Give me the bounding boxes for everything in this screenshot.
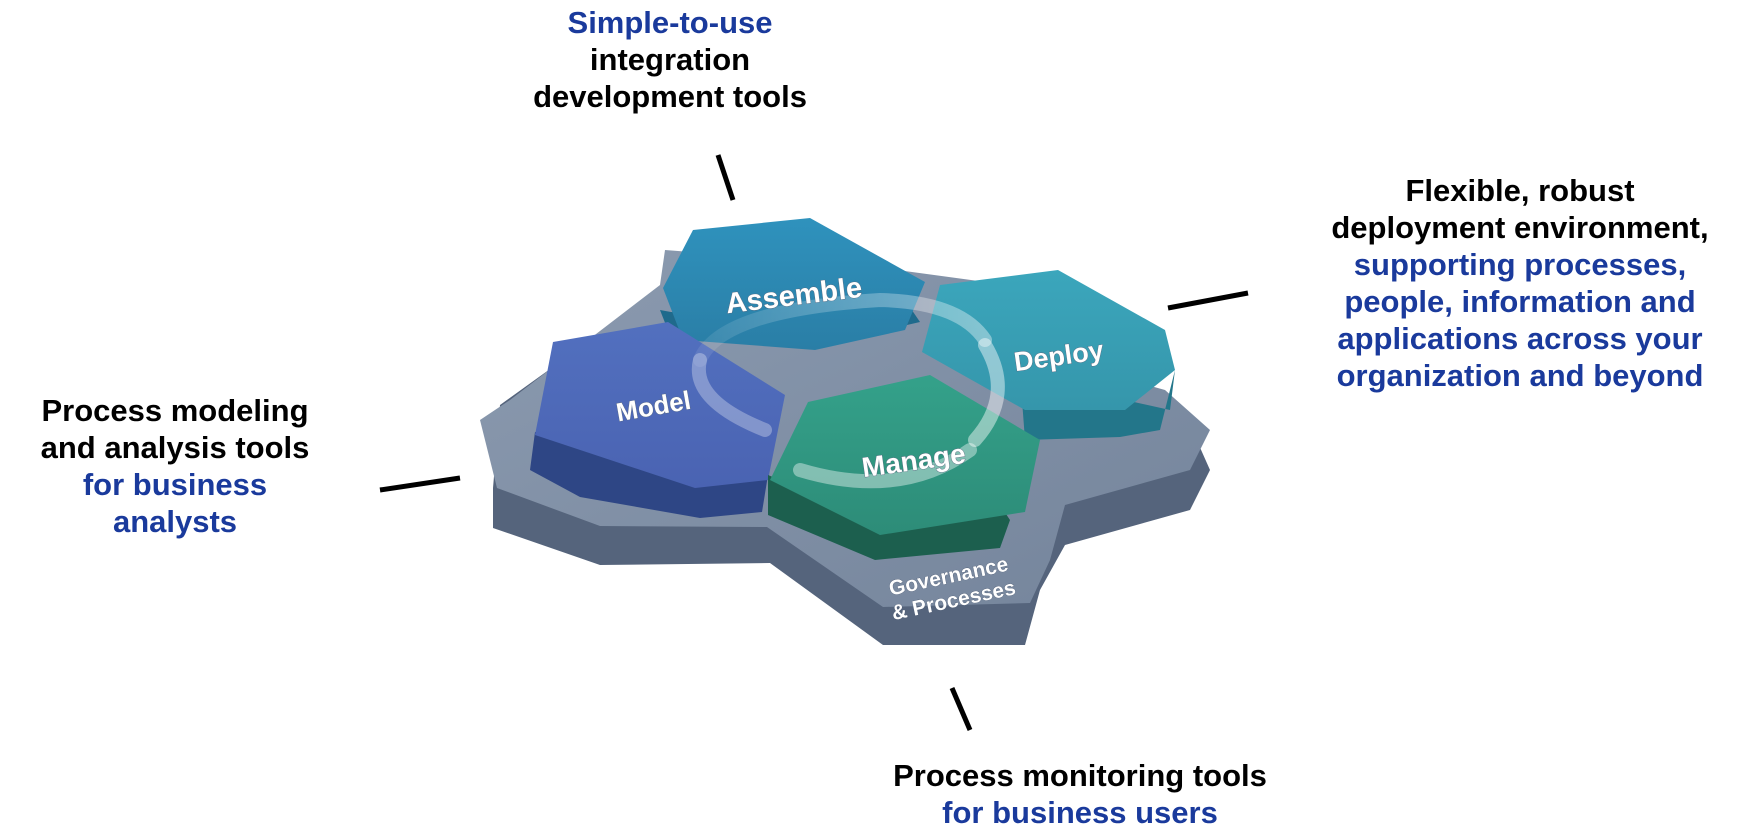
hex-assemble-top [663,218,925,350]
connector-bottom [949,687,973,731]
caption-deploy-line-2: deployment environment, [1331,210,1709,245]
caption-deploy-line-6: organization and beyond [1336,358,1704,393]
caption-deploy-line-4: people, information and [1344,284,1696,319]
caption-manage: Process monitoring tools for business us… [845,757,1315,831]
caption-model: Process modeling and analysis tools for … [0,392,350,540]
caption-deploy-line-5: applications across your [1337,321,1703,356]
hex-model-top [535,322,785,488]
caption-manage-line-2: for business users [942,795,1218,830]
cycle-arrow [691,292,1005,489]
hex-model [530,322,785,518]
caption-deploy-line-1: Flexible, robust [1405,173,1635,208]
caption-model-line-3: for business [82,467,268,502]
connector-top [715,154,736,201]
cycle-arrow-right [968,338,1005,447]
hex-deploy-top [922,270,1175,410]
cycle-arrow-left [691,353,772,437]
hex-manage-side [768,475,1010,560]
hex-manage [768,375,1040,560]
caption-assemble-line-2: integration [589,42,751,77]
connector-right [1167,290,1249,311]
hex-model-side [530,432,768,518]
cycle-arrow-bottom [793,443,977,489]
caption-assemble: Simple-to-use integration development to… [470,4,870,115]
caption-deploy: Flexible, robust deployment environment,… [1250,172,1761,394]
hex-manage-top [770,375,1040,535]
caption-assemble-line-1: Simple-to-use [567,5,773,40]
caption-model-line-4: analysts [112,504,238,539]
cycle-arrow-top [693,292,992,367]
caption-model-line-2: and analysis tools [40,430,310,465]
caption-deploy-line-3: supporting processes, [1353,247,1687,282]
caption-assemble-line-3: development tools [533,79,807,114]
connector-left [379,475,461,493]
caption-model-line-1: Process modeling [41,393,309,428]
caption-manage-line-1: Process monitoring tools [893,758,1267,793]
hex-deploy [922,270,1175,440]
